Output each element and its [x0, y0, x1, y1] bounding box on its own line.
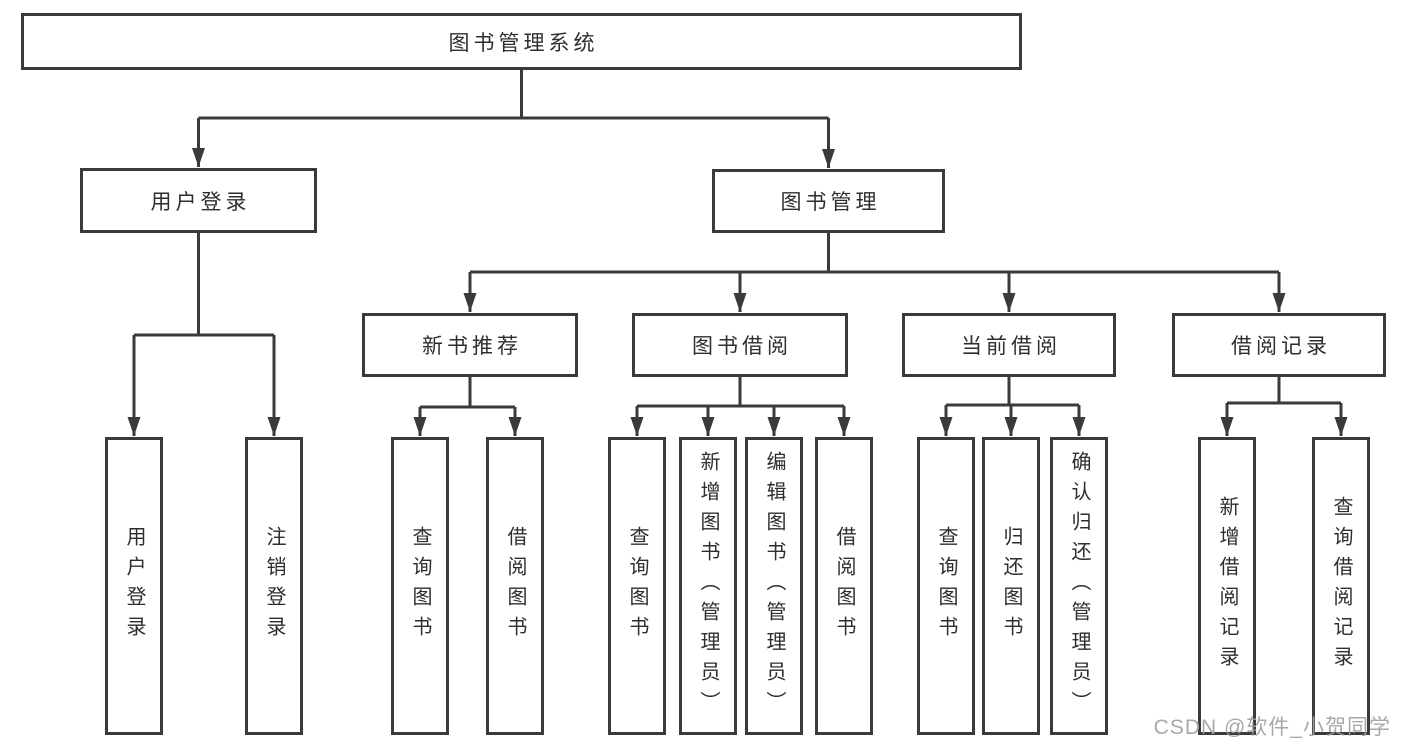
node-user-login: 用户登录: [80, 168, 317, 233]
edge-records-trunk: [1227, 377, 1341, 405]
leaf-query-borrow-record: 查询借阅记录: [1312, 437, 1370, 735]
edge-recommend-trunk: [420, 377, 515, 409]
leaf-query-books-recommend-label: 查询图书: [409, 526, 431, 646]
node-current-borrow: 当前借阅: [902, 313, 1116, 377]
edge-bookmgmt-trunk: [470, 233, 1279, 274]
csdn-watermark: CSDN @软件_小贺同学: [1153, 716, 1391, 739]
node-book-borrow: 图书借阅: [632, 313, 848, 377]
leaf-borrow-books: 借阅图书: [815, 437, 873, 735]
leaf-edit-books-admin: 编辑图书（管理员）: [745, 437, 803, 735]
leaf-borrow-books-recommend: 借阅图书: [486, 437, 544, 735]
leaf-add-borrow-record: 新增借阅记录: [1198, 437, 1256, 735]
leaf-borrow-books-recommend-label: 借阅图书: [504, 526, 526, 646]
node-book-management-label: 图书管理: [780, 191, 881, 214]
leaf-query-books-borrow: 查询图书: [608, 437, 666, 735]
leaf-query-books-current-label: 查询图书: [935, 526, 957, 646]
leaf-edit-books-admin-label: 编辑图书（管理员）: [763, 451, 785, 721]
node-book-borrow-label: 图书借阅: [692, 335, 792, 358]
node-root-system-label: 图书管理系统: [448, 31, 599, 55]
node-user-login-label: 用户登录: [150, 190, 251, 214]
leaf-confirm-return-admin-label: 确认归还（管理员）: [1068, 451, 1090, 721]
leaf-user-login: 用户登录: [105, 437, 163, 735]
leaf-user-login-label: 用户登录: [123, 526, 145, 646]
edge-userlogin-trunk: [134, 233, 274, 337]
leaf-return-books-label: 归还图书: [1000, 526, 1022, 646]
leaf-query-books-recommend: 查询图书: [391, 437, 449, 735]
leaf-query-books-current: 查询图书: [917, 437, 975, 735]
leaf-return-books: 归还图书: [982, 437, 1040, 735]
leaf-query-borrow-record-label: 查询借阅记录: [1330, 496, 1352, 676]
edge-current-trunk: [946, 377, 1079, 407]
node-borrow-records-label: 借阅记录: [1231, 335, 1331, 358]
leaf-add-borrow-record-label: 新增借阅记录: [1216, 496, 1238, 676]
node-new-book-recommend-label: 新书推荐: [422, 335, 522, 358]
leaf-add-books-admin: 新增图书（管理员）: [679, 437, 737, 735]
edge-root-trunk: [198, 70, 829, 120]
leaf-logout: 注销登录: [245, 437, 303, 735]
node-new-book-recommend: 新书推荐: [362, 313, 578, 377]
leaf-logout-label: 注销登录: [263, 526, 285, 646]
leaf-confirm-return-admin: 确认归还（管理员）: [1050, 437, 1108, 735]
leaf-query-books-borrow-label: 查询图书: [626, 526, 648, 646]
leaf-borrow-books-label: 借阅图书: [833, 526, 855, 646]
leaf-add-books-admin-label: 新增图书（管理员）: [697, 451, 719, 721]
connector-group: [127, 70, 1348, 436]
node-root-system: 图书管理系统: [21, 13, 1022, 70]
edge-borrow-trunk: [637, 377, 844, 408]
node-borrow-records: 借阅记录: [1172, 313, 1386, 377]
node-current-borrow-label: 当前借阅: [961, 335, 1061, 358]
node-book-management: 图书管理: [712, 169, 945, 233]
